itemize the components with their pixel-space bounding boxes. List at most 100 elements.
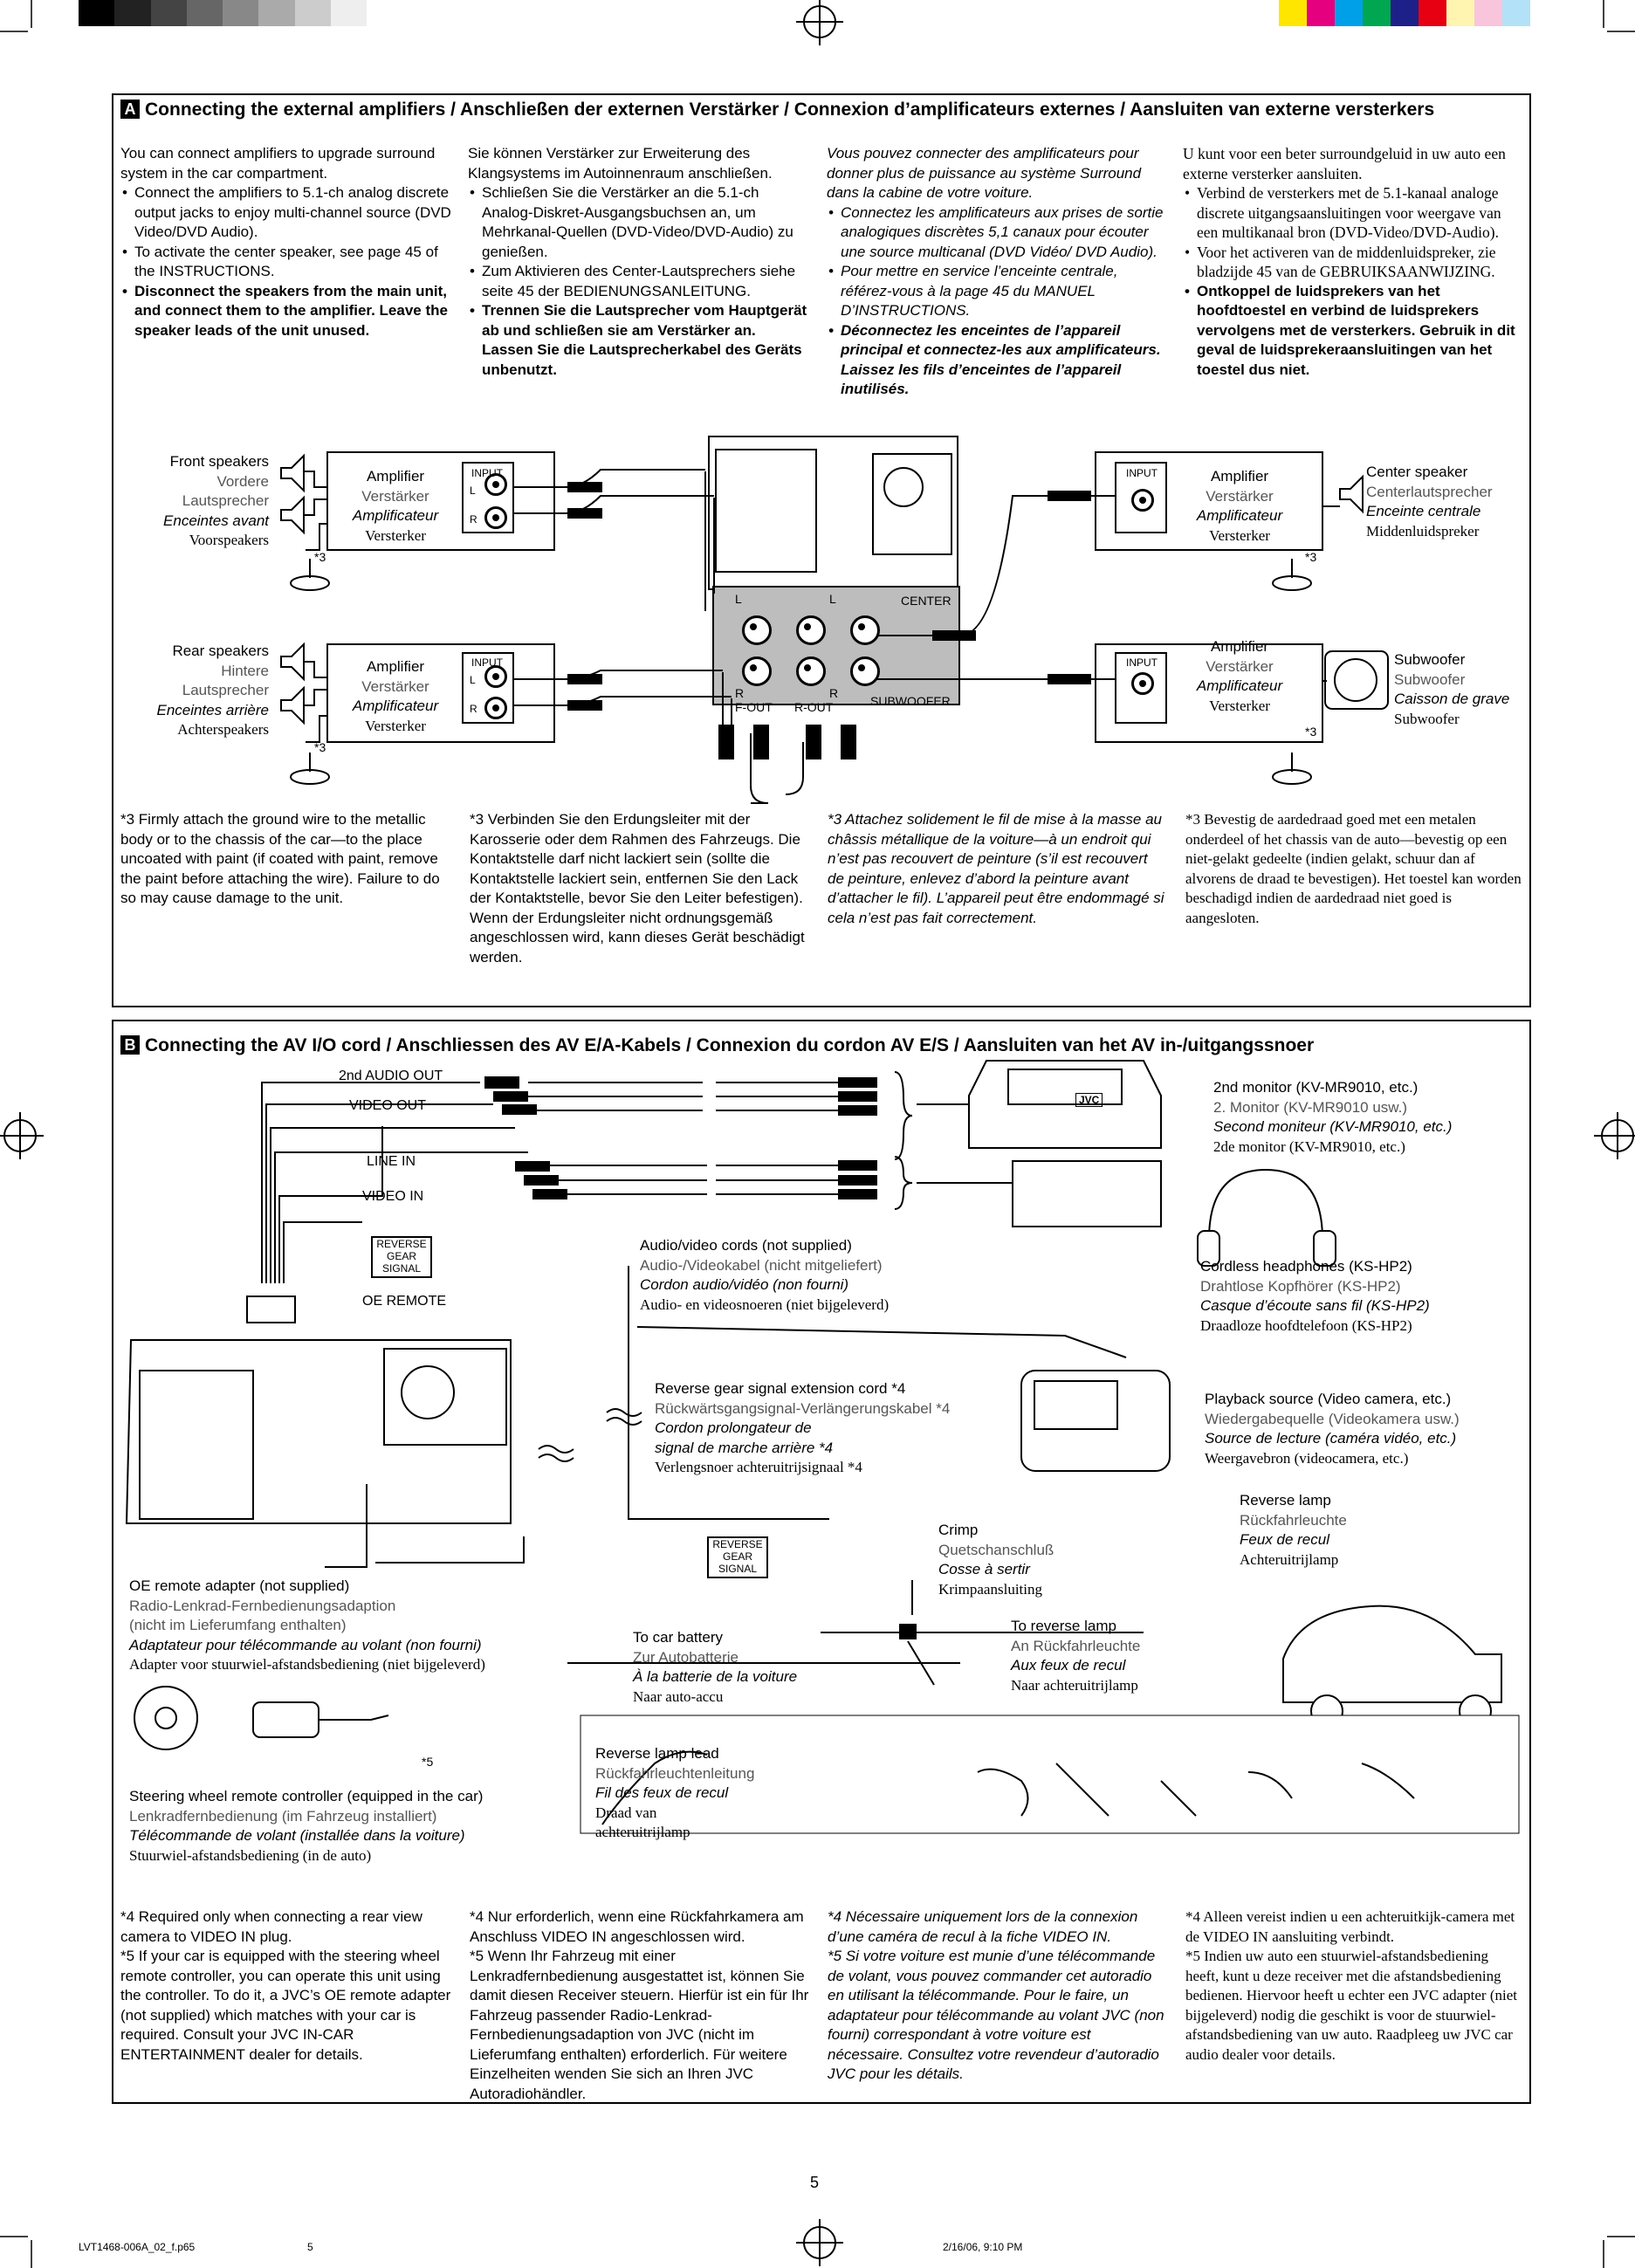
rear-r-jack	[796, 656, 826, 686]
section-a-letter: A	[120, 100, 140, 119]
oe-remote-adapter-label: OE remote adapter (not supplied) Radio-L…	[129, 1577, 485, 1673]
amp-l-label: L	[470, 674, 476, 686]
section-a-text-de: Sie können Verstärker zur Erweiterung de…	[468, 144, 808, 380]
panel-center-label: CENTER	[901, 594, 951, 608]
second-monitor-label: 2nd monitor (KV-MR9010, etc.) 2. Monitor…	[1213, 1079, 1453, 1155]
section-a-text-en: You can connect amplifiers to upgrade su…	[120, 144, 452, 340]
amp-sub-jack	[1131, 672, 1154, 695]
cable-2nd-audio-out: 2nd AUDIO OUT	[339, 1069, 443, 1083]
footer-filename: LVT1468-006A_02_f.p65	[79, 2241, 196, 2253]
registration-mark-top	[796, 0, 843, 45]
greyscale-swatches	[79, 0, 367, 26]
footnote-b-de: *4 Nur erforderlich, wenn eine Rückfahrk…	[470, 1908, 809, 2102]
cable-line-in: LINE IN	[367, 1154, 416, 1169]
note-3-mark: *3	[314, 550, 326, 564]
footnote-a-en: *3 Firmly attach the ground wire to the …	[120, 811, 440, 906]
color-swatches	[1279, 0, 1558, 26]
rear-speakers-label: Rear speakers Hintere Lautsprecher Encei…	[156, 643, 269, 738]
subwoofer-jack	[850, 656, 880, 686]
footer-page: 5	[307, 2241, 313, 2253]
bullet: Connectez les amplificateurs aux prises …	[827, 203, 1167, 263]
amp-l-label: L	[470, 485, 476, 497]
reverse-gear-signal-tag-2: REVERSE GEAR SIGNAL	[707, 1536, 768, 1578]
bullet-bold: Déconnectez les enceintes de l’appareil …	[827, 321, 1167, 400]
front-amplifier-label: Amplifier Verstärker Amplificateur Verst…	[352, 468, 439, 544]
note-3-mark: *3	[1305, 550, 1317, 564]
bullet: Schließen Sie die Verstärker an die 5.1-…	[468, 183, 808, 262]
registration-mark-left	[0, 1112, 44, 1159]
playback-source-label: Playback source (Video camera, etc.) Wie…	[1205, 1391, 1460, 1467]
registration-mark-right	[1594, 1112, 1635, 1159]
footnote-b-nl: *4 Alleen vereist indien u een achteruit…	[1185, 1908, 1517, 2063]
bullet-bold: Ontkoppel de luidsprekers van het hoofdt…	[1183, 282, 1523, 381]
amp-front-l-jack	[484, 473, 507, 496]
center-amplifier-label: Amplifier Verstärker Amplificateur Verst…	[1196, 468, 1283, 544]
panel-r-out-label: R-OUT	[794, 700, 834, 714]
note-5-mark: *5	[422, 1755, 434, 1769]
crimp-label: Crimp Quetschanschluß Cosse à sertir Kri…	[938, 1522, 1055, 1598]
center-speaker-label: Center speaker Centerlautsprecher Encein…	[1366, 464, 1493, 540]
reverse-gear-signal-tag: REVERSE GEAR SIGNAL	[371, 1236, 432, 1278]
panel-r-label: R	[829, 686, 839, 700]
cable-video-in: VIDEO IN	[362, 1189, 424, 1204]
footnote-a-nl: *3 Bevestig de aardedraad goed met een m…	[1185, 811, 1522, 926]
page-number: 5	[810, 2174, 820, 2191]
amp-r-label: R	[470, 513, 477, 526]
amp-input-label-rear: INPUT	[471, 656, 503, 669]
amp-center-jack	[1131, 489, 1154, 512]
panel-l-label: L	[829, 592, 836, 606]
bullet: Voor het activeren van de middenluidspre…	[1183, 243, 1523, 282]
panel-r-label: R	[735, 686, 745, 700]
jvc-logo: JVC	[1075, 1093, 1103, 1107]
reverse-lamp-label: Reverse lamp Rückfahrleuchte Feux de rec…	[1240, 1492, 1347, 1568]
bullet: Zum Aktivieren des Center-Lautsprechers …	[468, 262, 808, 301]
bullet-bold: Disconnect the speakers from the main un…	[120, 282, 452, 341]
bullet: Verbind de versterkers met de 5.1-kanaal…	[1183, 183, 1523, 243]
section-b-letter: B	[120, 1035, 140, 1055]
footnote-b-en: *4 Required only when connecting a rear …	[120, 1908, 451, 2063]
registration-mark-bottom	[796, 2219, 843, 2266]
footnote-b-fr: *4 Nécessaire uniquement lors de la conn…	[828, 1908, 1164, 2082]
section-a-text-fr: Vous pouvez connecter des amplificateurs…	[827, 144, 1167, 400]
rear-l-jack	[796, 615, 826, 645]
bullet: Pour mettre en service l’enceinte centra…	[827, 262, 1167, 321]
amp-rear-l-jack	[484, 665, 507, 688]
front-speakers-label: Front speakers Vordere Lautsprecher Ence…	[163, 453, 269, 548]
footer-date: 2/16/06, 9:10 PM	[943, 2241, 1023, 2253]
cable-oe-remote: OE REMOTE	[362, 1294, 447, 1309]
cable-video-out: VIDEO OUT	[349, 1098, 427, 1113]
note-3-mark: *3	[1305, 725, 1317, 739]
amp-rear-r-jack	[484, 697, 507, 719]
center-jack	[850, 615, 880, 645]
to-car-battery-label: To car battery Zur Autobatterie À la bat…	[633, 1629, 798, 1705]
rear-amplifier-label: Amplifier Verstärker Amplificateur Verst…	[352, 658, 439, 734]
amp-input-label-sub: INPUT	[1126, 656, 1158, 669]
amp-r-label: R	[470, 703, 477, 715]
bullet: Connect the amplifiers to 5.1-ch analog …	[120, 183, 452, 243]
steering-remote-label: Steering wheel remote controller (equipp…	[129, 1788, 484, 1864]
to-reverse-lamp-label: To reverse lamp An Rückfahrleuchte Aux f…	[1011, 1618, 1141, 1694]
subwoofer-label: Subwoofer Subwoofer Caisson de grave Sub…	[1394, 651, 1510, 727]
amp-input-label-front: INPUT	[471, 467, 503, 479]
section-a-text-nl: U kunt voor een beter surroundgeluid in …	[1183, 144, 1523, 380]
front-r-jack	[742, 656, 772, 686]
footnote-a-fr: *3 Attachez solidement le fil de mise à …	[828, 811, 1164, 926]
bullet-bold: Trennen Sie die Lautsprecher vom Hauptge…	[468, 301, 808, 380]
front-l-jack	[742, 615, 772, 645]
reverse-lamp-lead-label: Reverse lamp lead Rückfahrleuchtenleitun…	[595, 1745, 755, 1840]
panel-l-label: L	[735, 592, 742, 606]
cordless-headphones-label: Cordless headphones (KS-HP2) Drahtlose K…	[1200, 1258, 1430, 1334]
reverse-cord-label: Reverse gear signal extension cord *4 Rü…	[655, 1380, 951, 1475]
av-cords-label: Audio/video cords (not supplied) Audio-/…	[640, 1237, 890, 1313]
footnote-a-de: *3 Verbinden Sie den Erdungsleiter mit d…	[470, 811, 805, 966]
section-b-panel	[112, 1020, 1531, 2104]
amp-front-r-jack	[484, 506, 507, 529]
panel-f-out-label: F-OUT	[735, 700, 773, 714]
amp-input-label-center: INPUT	[1126, 467, 1158, 479]
panel-subwoofer-label: SUBWOOFER	[870, 694, 951, 708]
